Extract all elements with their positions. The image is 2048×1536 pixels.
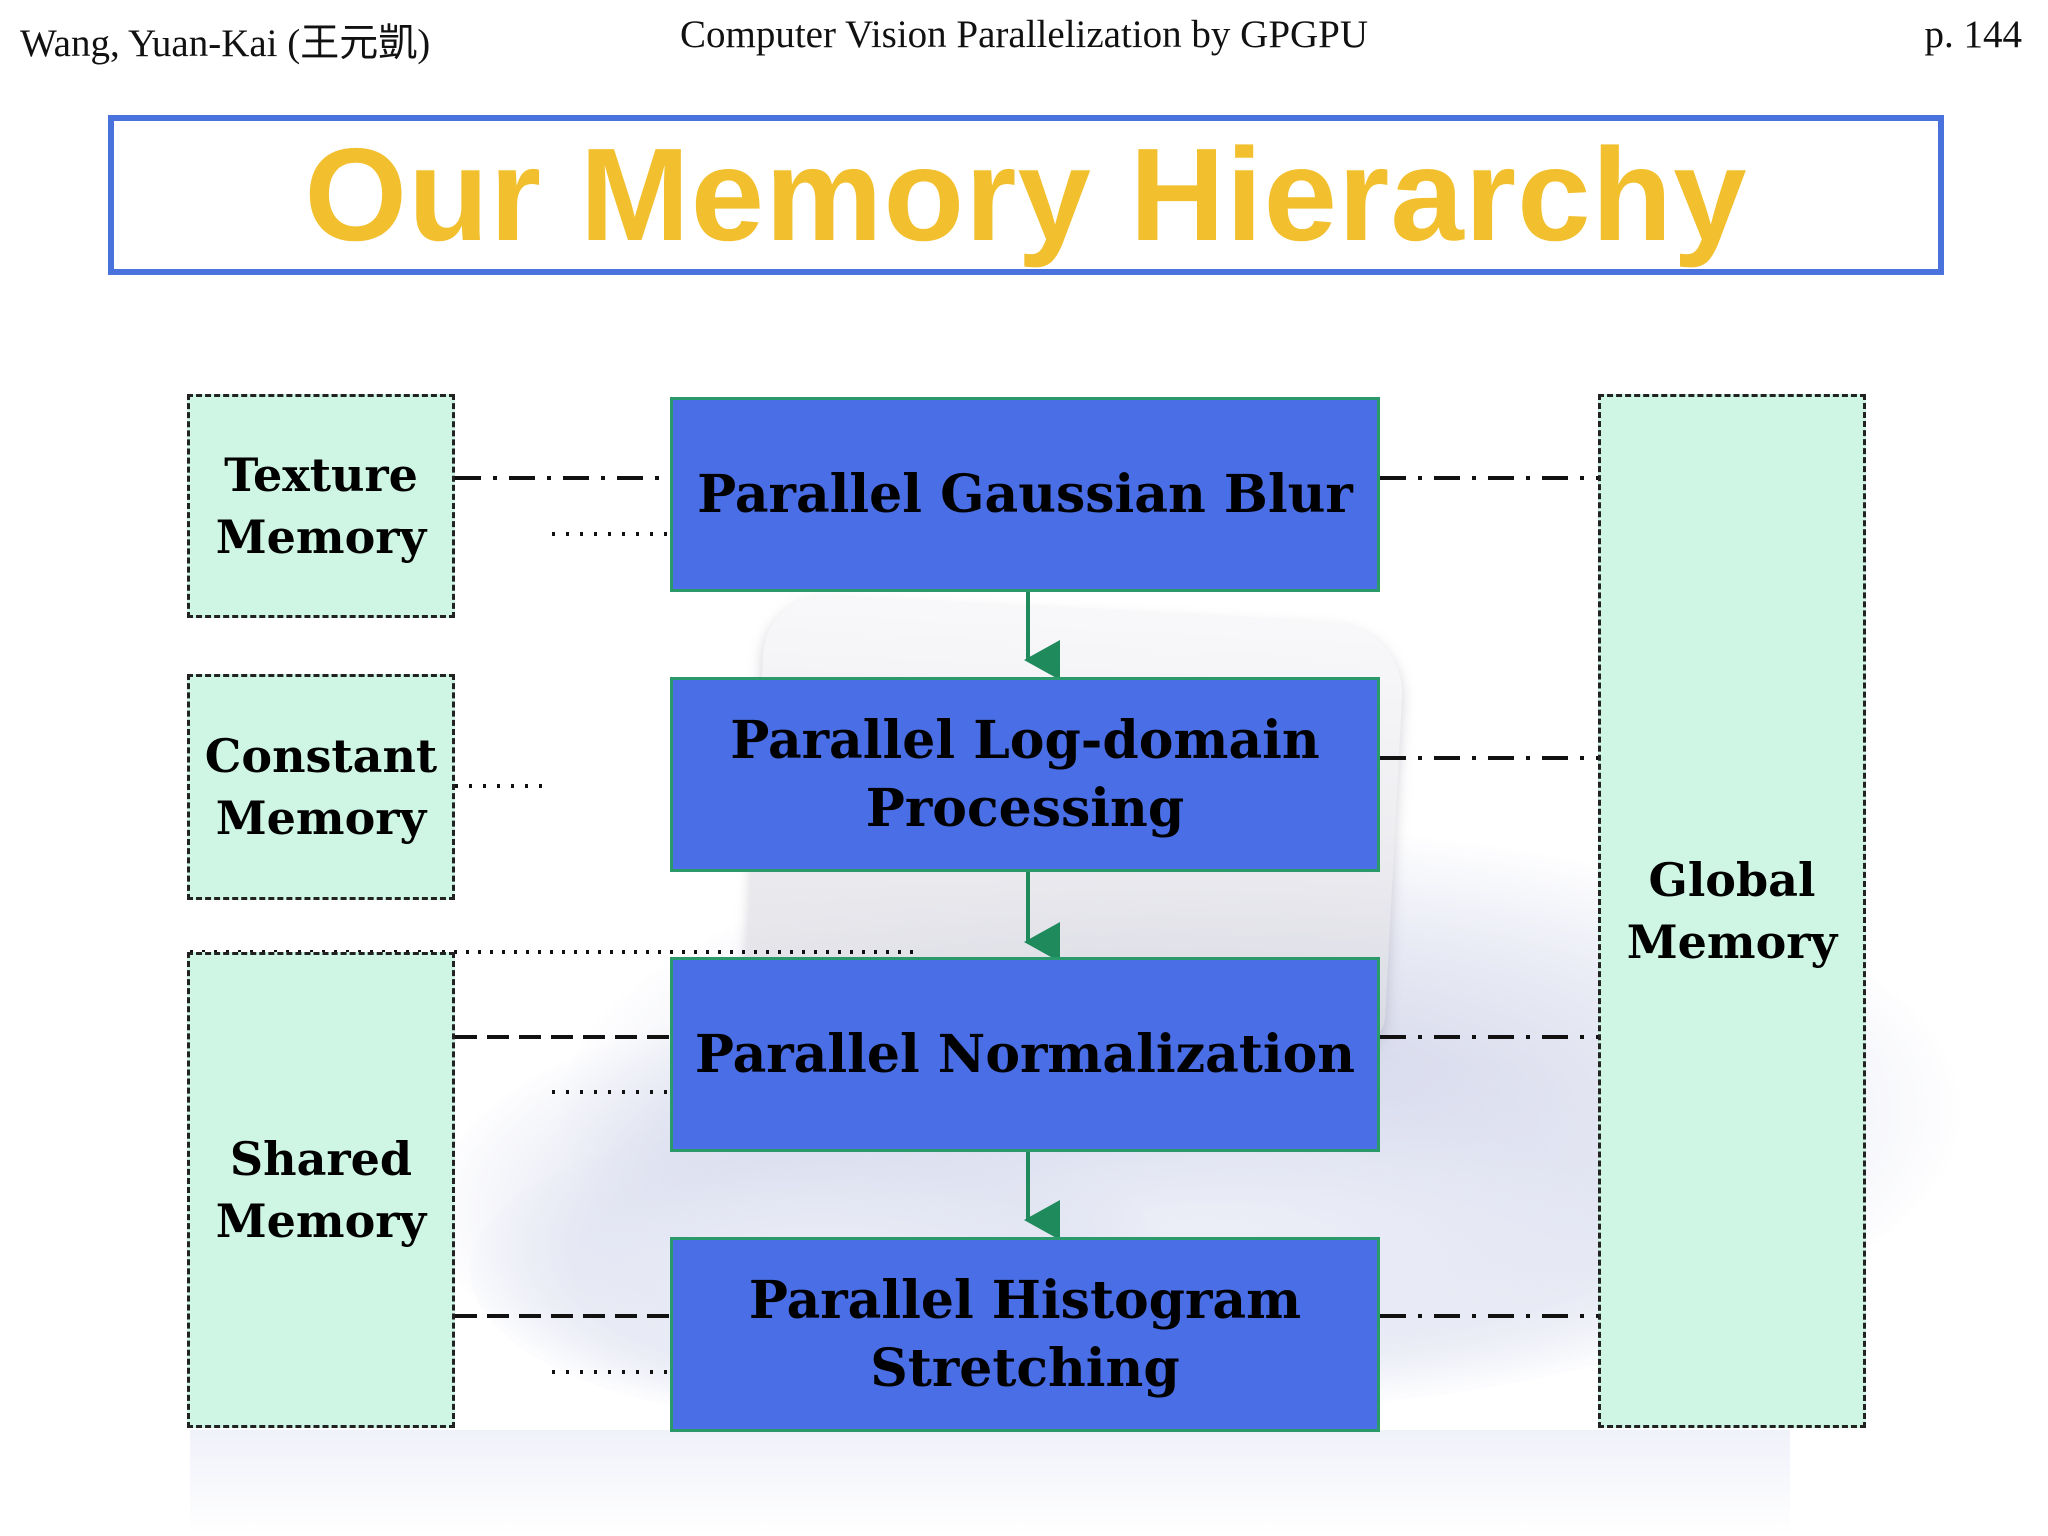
global-memory-box: Global Memory xyxy=(1598,394,1866,1428)
course-title: Computer Vision Parallelization by GPGPU xyxy=(679,13,1369,56)
stage-normalization: Parallel Normalization xyxy=(670,957,1380,1152)
constant-memory-line1: Constant xyxy=(204,728,438,783)
stage-2-line2: Processing xyxy=(865,777,1185,839)
shared-memory-box: Shared Memory xyxy=(187,952,455,1428)
constant-memory-box: Constant Memory xyxy=(187,674,455,900)
author-label: Wang, Yuan-Kai (王元凱) xyxy=(20,22,431,65)
shared-memory-line2: Memory xyxy=(215,1194,427,1248)
texture-memory-box: Texture Memory xyxy=(187,394,455,618)
stage-gaussian-blur: Parallel Gaussian Blur xyxy=(670,397,1380,592)
stage-1-line1: Parallel Gaussian Blur xyxy=(697,463,1353,525)
stage-histogram-stretching: Parallel Histogram Stretching xyxy=(670,1237,1380,1432)
page-number: p. 144 xyxy=(1924,13,2023,56)
global-memory-line1: Global xyxy=(1648,852,1816,907)
stage-log-domain: Parallel Log-domain Processing xyxy=(670,677,1380,872)
slide-title-box: Our Memory Hierarchy xyxy=(108,115,1944,275)
global-memory-line2: Memory xyxy=(1626,915,1838,969)
stage-4-line1: Parallel Histogram xyxy=(748,1269,1302,1331)
stage-3-line1: Parallel Normalization xyxy=(694,1023,1356,1085)
stage-2-line1: Parallel Log-domain xyxy=(730,709,1320,771)
slide-title: Our Memory Hierarchy xyxy=(304,121,1748,268)
texture-memory-line1: Texture xyxy=(224,447,418,502)
texture-memory-line2: Memory xyxy=(215,510,427,564)
stage-4-line2: Stretching xyxy=(870,1337,1180,1399)
constant-memory-line2: Memory xyxy=(215,791,427,845)
shared-memory-line1: Shared xyxy=(229,1131,413,1186)
